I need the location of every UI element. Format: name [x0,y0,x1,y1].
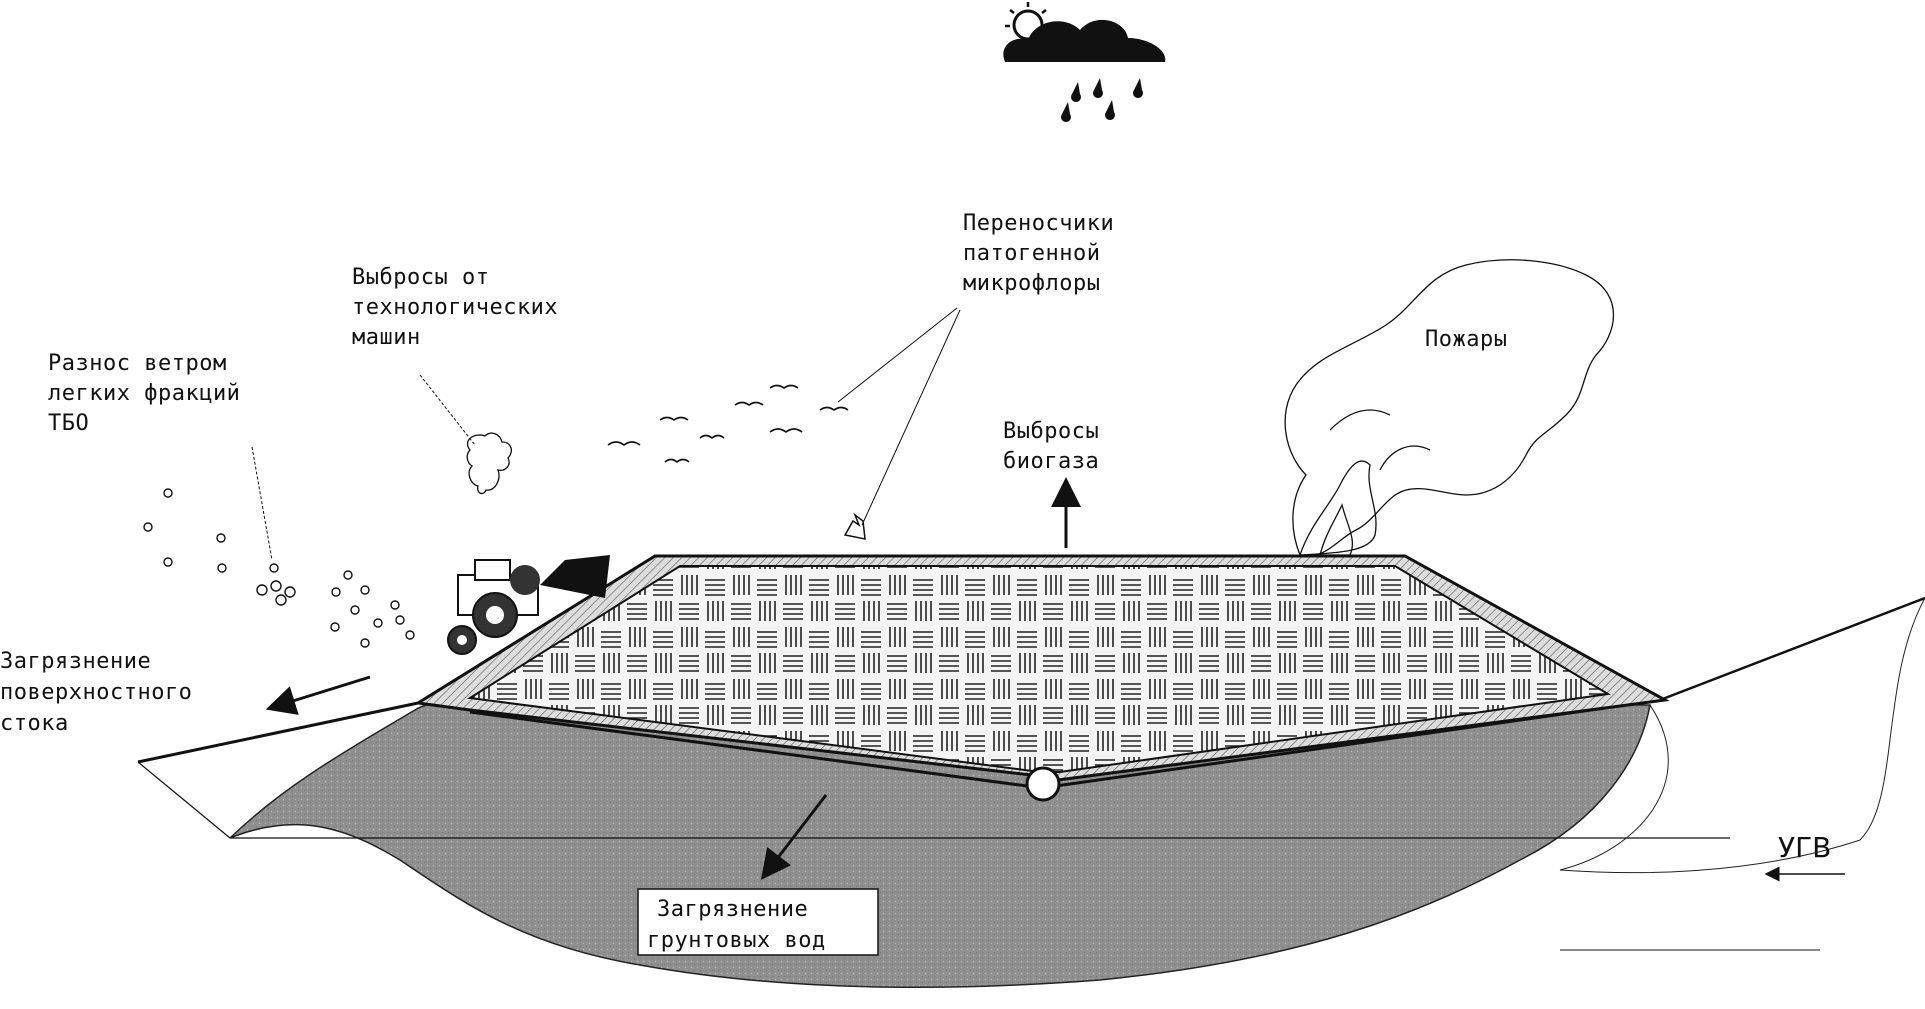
bird-icon [607,384,849,464]
machines-label: Выбросы от технологических машин [352,265,572,350]
drainage-pipe [1025,766,1061,802]
wind-label: Разнос ветром легких фракций ТБО [48,351,254,436]
water-table-label: УГВ [1778,831,1831,864]
fires-label: Пожары [1425,327,1507,352]
carriers-leader-2 [861,309,961,526]
ground-surface-left [137,701,419,764]
small-bird-on-landfill-icon [843,512,866,540]
machines-leader [419,374,476,446]
groundwater-label-box [637,888,879,956]
groundwater-arrow [760,794,828,880]
biogas-label: Выбросы биогаза [1003,419,1113,474]
surface-runoff-arrow [265,675,371,715]
surface-runoff-label: Загрязнение поверхностного стока [0,649,206,736]
groundwater-label: Загрязнение грунтовых вод [647,897,826,953]
wind-leader [251,446,273,561]
cloud-sun-rain-icon [1003,2,1166,123]
wind-particles [143,488,415,648]
ground-surface-right [1659,596,1925,702]
tractor-icon [447,555,610,655]
fire-smoke-icon [1284,259,1614,557]
ground-slope-left [137,761,231,839]
contaminated-ground-zone [229,697,1651,988]
exhaust-cloud [466,432,513,495]
ground-right-outline [1559,597,1925,874]
carriers-label: Переносчики патогенной микрофлоры [963,211,1128,296]
carriers-leader-1 [837,307,958,403]
